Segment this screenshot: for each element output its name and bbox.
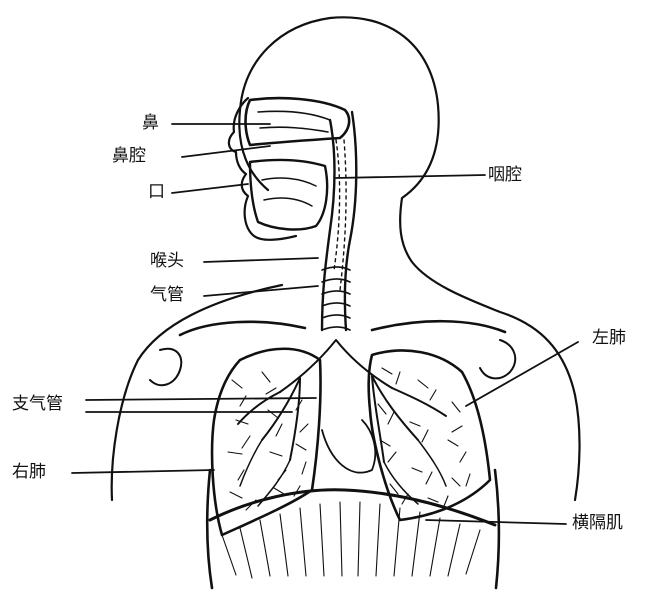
- mediastinum: [322, 420, 375, 473]
- mouth-cavity-shape: [250, 160, 327, 230]
- left-arm-outline: [112, 285, 282, 500]
- label-nose: 鼻: [142, 115, 159, 132]
- label-pharynx: 咽腔: [488, 167, 522, 184]
- label-mouth: 口: [148, 184, 165, 201]
- pharynx-tube: [322, 120, 335, 330]
- label-right-lung: 右肺: [12, 464, 46, 481]
- label-bronchi: 支气管: [12, 396, 63, 413]
- label-trachea: 气管: [150, 287, 184, 304]
- bronchial-tree: [238, 340, 446, 506]
- label-diaphragm: 横隔肌: [572, 515, 623, 532]
- label-larynx: 喉头: [150, 253, 184, 270]
- label-nasal-cavity: 鼻腔: [112, 148, 146, 165]
- label-left-lung: 左肺: [592, 330, 626, 347]
- abdomen-hatching: [222, 502, 480, 578]
- torso-lower: [207, 470, 499, 588]
